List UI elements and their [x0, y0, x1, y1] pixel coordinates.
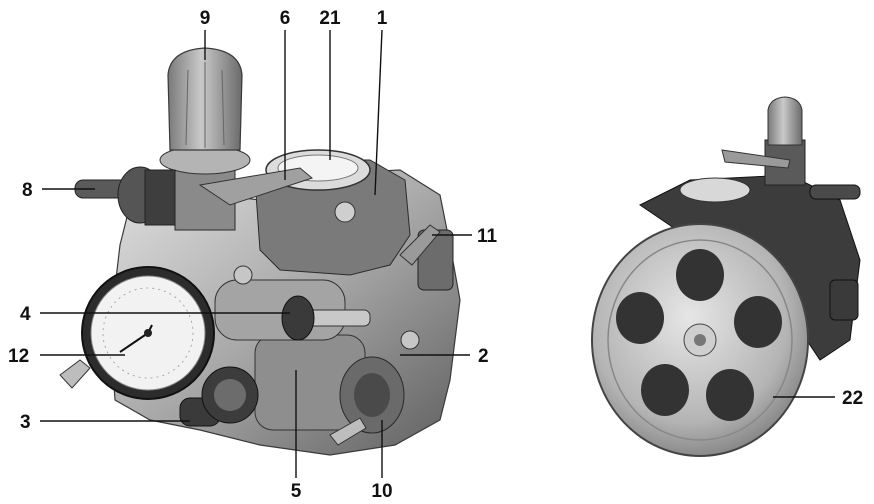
callout-9: 9	[200, 8, 211, 29]
callout-11: 11	[477, 226, 498, 247]
wing-nut-left	[59, 359, 91, 389]
wing-nut-bottom	[329, 417, 367, 446]
callout-numbers: 9 6 21 1 8 11 4 12 2 3 22 5 10	[8, 8, 863, 502]
rear-side-valve	[829, 279, 859, 321]
gauge-hub	[144, 329, 152, 337]
knob-rib-3	[221, 69, 225, 146]
top-bolt	[334, 201, 356, 223]
rear-lever	[721, 149, 791, 169]
leader-1	[374, 29, 383, 196]
pump-rear-view	[591, 96, 861, 457]
gauge-needle	[119, 332, 149, 353]
pulley-hole-3	[734, 296, 782, 348]
outlet-bore	[214, 379, 246, 411]
hose-connector-nut	[281, 295, 315, 341]
inlet-body	[144, 169, 176, 226]
pump-front-view	[59, 47, 461, 456]
pressure-lever	[198, 167, 314, 206]
pulley-hub-bolt	[694, 334, 706, 346]
callout-5: 5	[291, 481, 302, 502]
lower-cylinder-bore	[354, 373, 390, 417]
leader-lines	[40, 29, 835, 478]
pulley-rim	[607, 239, 793, 441]
rear-top-gauge	[679, 177, 751, 203]
pulley-hole-1	[676, 249, 724, 301]
callout-12: 12	[8, 346, 29, 367]
pulley-hole-2	[616, 292, 664, 344]
pulley-hole-4	[641, 364, 689, 416]
callout-22: 22	[842, 388, 863, 409]
bolt-right	[400, 330, 420, 350]
right-valve-lever	[399, 224, 441, 266]
pulley-hole-5	[706, 369, 754, 421]
rear-inlet	[809, 184, 861, 200]
callout-2: 2	[478, 346, 489, 367]
bolt-left	[233, 265, 253, 285]
callout-6: 6	[280, 8, 291, 29]
callout-1: 1	[377, 8, 388, 29]
knob-rib-1	[185, 69, 189, 146]
gauge-scale	[102, 287, 194, 379]
callout-8: 8	[22, 180, 33, 201]
callout-4: 4	[20, 304, 31, 325]
callout-21: 21	[319, 8, 341, 29]
rear-regulator-knob	[767, 96, 803, 146]
callout-3: 3	[20, 412, 31, 433]
callout-10: 10	[371, 481, 392, 502]
